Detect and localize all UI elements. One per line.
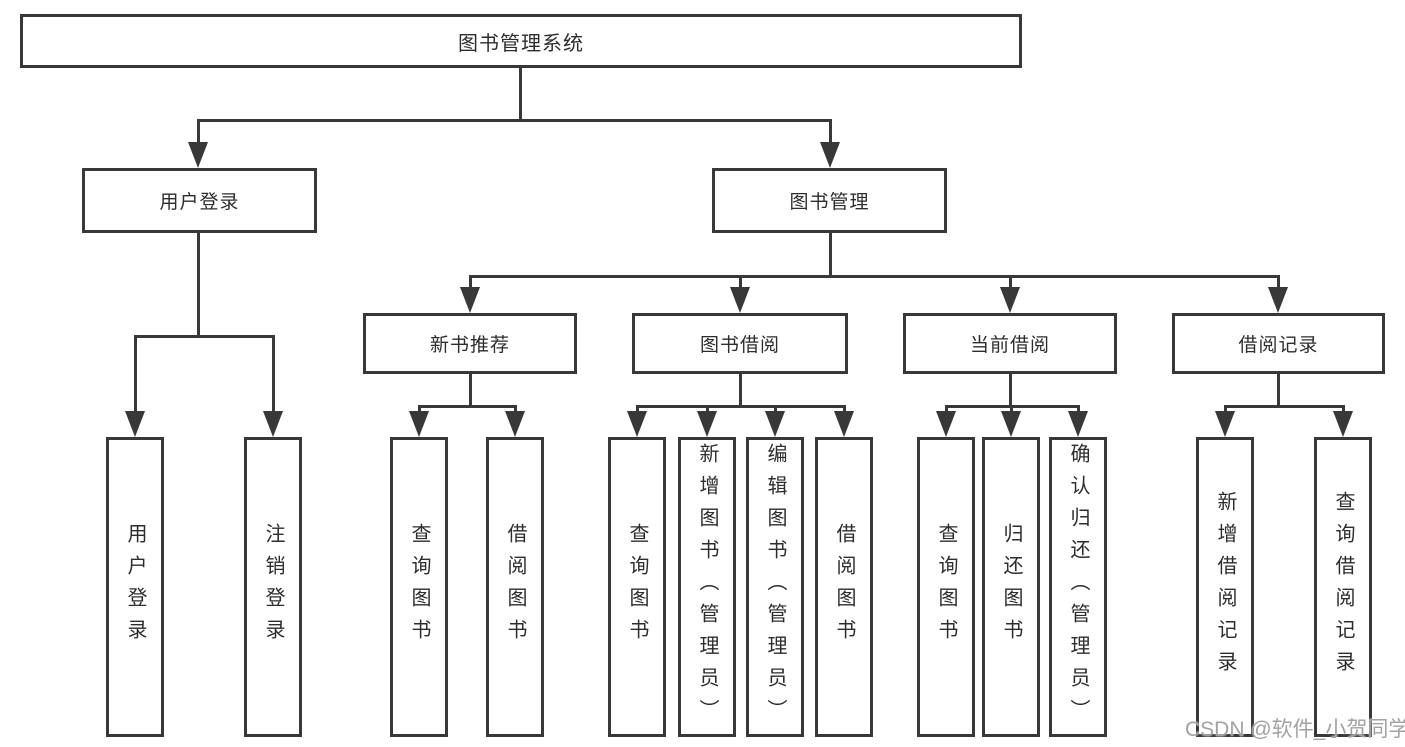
- node-borrow-records: 借阅记录: [1172, 313, 1385, 374]
- leaf-current-query: 查询图书: [917, 437, 975, 737]
- leaf-current-return: 归还图书: [982, 437, 1040, 737]
- leaf-newbook-borrow: 借阅图书: [486, 437, 544, 737]
- connector-drop-user-login: [197, 119, 200, 144]
- arrow-down-icon: [1333, 411, 1353, 437]
- connector-drop: [1277, 275, 1280, 289]
- connector-current-stem: [1009, 374, 1012, 407]
- arrow-down-icon: [263, 411, 283, 437]
- connector-borrow-rail: [636, 405, 846, 408]
- connector-drop: [134, 335, 137, 412]
- node-current-borrow: 当前借阅: [903, 313, 1117, 374]
- connector-drop: [774, 405, 777, 413]
- node-book-borrow: 图书借阅: [632, 313, 848, 374]
- connector-drop: [706, 405, 709, 413]
- connector-level1-rail: [197, 119, 832, 122]
- arrow-down-icon: [1215, 411, 1235, 437]
- connector-drop: [272, 335, 275, 412]
- leaf-records-query: 查询借阅记录: [1314, 437, 1372, 737]
- connector-user-login-rail: [134, 335, 275, 338]
- connector-drop: [1010, 405, 1013, 413]
- leaf-borrow-add-admin: 新增图书（管理员）: [678, 437, 736, 737]
- connector-user-login-stem: [197, 233, 200, 337]
- connector-drop: [1224, 405, 1227, 413]
- arrow-down-icon: [409, 411, 429, 437]
- arrow-down-icon: [1001, 411, 1021, 437]
- leaf-user-login: 用户登录: [106, 437, 164, 737]
- arrow-down-icon: [460, 287, 480, 313]
- connector-records-rail: [1224, 405, 1345, 408]
- node-new-book-recommend: 新书推荐: [363, 313, 577, 374]
- leaf-logout: 注销登录: [244, 437, 302, 737]
- arrow-down-icon: [1000, 287, 1020, 313]
- arrow-down-icon: [936, 411, 956, 437]
- arrow-down-icon: [1268, 287, 1288, 313]
- connector-drop: [945, 405, 948, 413]
- arrow-down-icon: [505, 411, 525, 437]
- leaf-borrow-edit-admin: 编辑图书（管理员）: [746, 437, 804, 737]
- connector-level3-rail: [469, 275, 1280, 278]
- connector-drop: [469, 275, 472, 289]
- connector-records-stem: [1277, 374, 1280, 407]
- connector-book-mgmt-stem: [829, 233, 832, 277]
- connector-drop: [1342, 405, 1345, 413]
- connector-drop: [1077, 405, 1080, 413]
- arrow-down-icon: [188, 142, 208, 168]
- connector-drop: [418, 405, 421, 413]
- connector-drop: [843, 405, 846, 413]
- leaf-current-confirm-admin: 确认归还（管理员）: [1049, 437, 1107, 737]
- connector-drop: [636, 405, 639, 413]
- leaf-borrow-borrow: 借阅图书: [815, 437, 873, 737]
- arrow-down-icon: [730, 287, 750, 313]
- connector-new-book-stem: [469, 374, 472, 407]
- connector-drop: [514, 405, 517, 413]
- node-root: 图书管理系统: [20, 14, 1022, 68]
- connector-root-stem: [519, 68, 522, 119]
- arrow-down-icon: [820, 142, 840, 168]
- node-user-login: 用户登录: [82, 168, 317, 233]
- arrow-down-icon: [627, 411, 647, 437]
- leaf-newbook-query: 查询图书: [390, 437, 448, 737]
- leaf-borrow-query: 查询图书: [608, 437, 666, 737]
- arrow-down-icon: [834, 411, 854, 437]
- arrow-down-icon: [1068, 411, 1088, 437]
- arrow-down-icon: [125, 411, 145, 437]
- node-book-mgmt: 图书管理: [712, 168, 947, 233]
- connector-borrow-stem: [739, 374, 742, 407]
- arrow-down-icon: [765, 411, 785, 437]
- connector-drop: [739, 275, 742, 289]
- watermark: CSDN @软件_小贺同学: [1185, 718, 1405, 741]
- arrow-down-icon: [697, 411, 717, 437]
- connector-drop-book-mgmt: [829, 119, 832, 144]
- connector-new-book-rail: [418, 405, 517, 408]
- leaf-records-add: 新增借阅记录: [1196, 437, 1254, 737]
- connector-drop: [1009, 275, 1012, 289]
